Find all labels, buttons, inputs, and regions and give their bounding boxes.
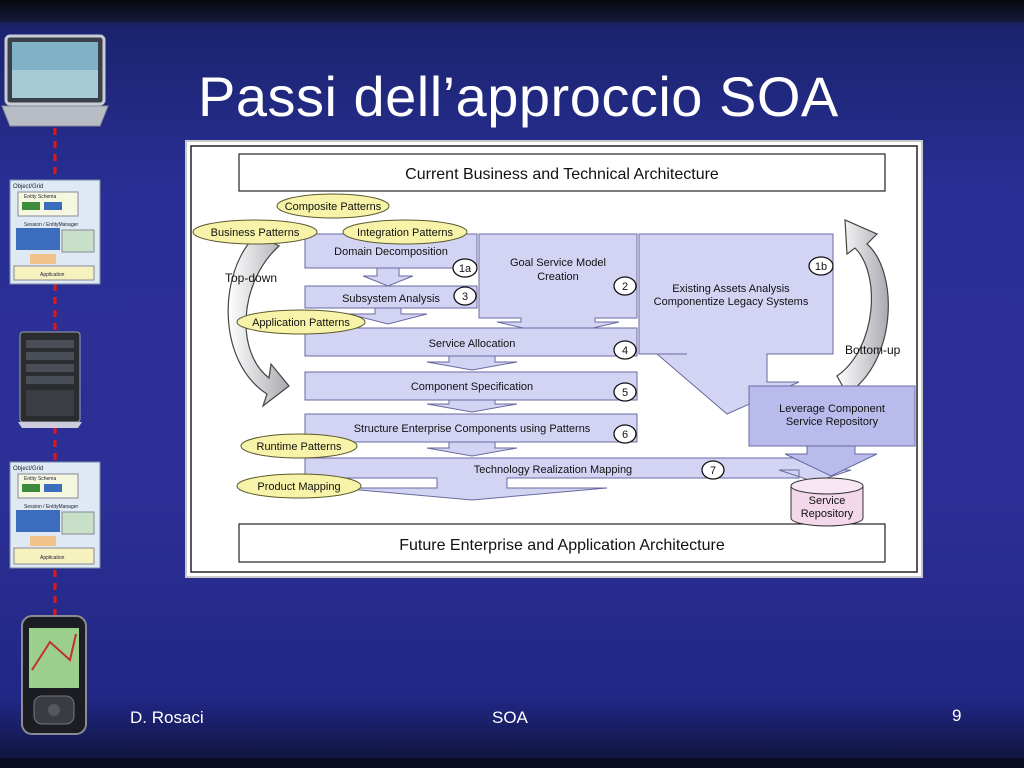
step-badge-1a: 1a — [452, 258, 478, 278]
svg-text:Object/Grid: Object/Grid — [13, 466, 43, 472]
product-mapping-ellipse: Product Mapping — [236, 473, 362, 499]
svg-text:Current Business and Technical: Current Business and Technical Architect… — [405, 166, 719, 183]
slide-number: 9 — [952, 706, 962, 725]
composite-patterns-ellipse: Composite Patterns — [276, 193, 390, 219]
svg-text:Object/Grid: Object/Grid — [13, 184, 43, 190]
svg-text:Leverage Component: Leverage Component — [779, 403, 885, 415]
svg-text:Application: Application — [40, 555, 65, 561]
svg-text:Business Patterns: Business Patterns — [211, 227, 300, 239]
svg-text:Componentize Legacy Systems: Componentize Legacy Systems — [654, 296, 809, 308]
architecture-card-icon: Object/Grid Entity Schema Session / Enti… — [9, 179, 101, 285]
bottom-up-curved-arrow — [836, 219, 889, 395]
svg-text:Repository: Repository — [801, 508, 854, 520]
svg-text:4: 4 — [622, 345, 628, 357]
top-down-curved-arrow — [227, 233, 290, 408]
svg-text:Runtime Patterns: Runtime Patterns — [257, 441, 342, 453]
svg-text:Service Allocation: Service Allocation — [429, 338, 516, 350]
svg-text:Entity Schema: Entity Schema — [24, 194, 56, 200]
svg-text:1b: 1b — [815, 261, 827, 273]
step-badge-2: 2 — [613, 276, 637, 296]
step-badge-1b: 1b — [808, 256, 834, 276]
svg-text:Component Specification: Component Specification — [411, 381, 533, 393]
service-repository-cylinder: Service Repository — [790, 477, 864, 527]
soa-approach-diagram: Current Business and Technical Architect… — [185, 140, 923, 578]
svg-text:3: 3 — [462, 291, 468, 303]
svg-text:Service Repository: Service Repository — [786, 416, 879, 428]
step-badge-7: 7 — [701, 460, 725, 480]
svg-text:Structure Enterprise Component: Structure Enterprise Components using Pa… — [354, 423, 591, 435]
svg-text:Future Enterprise and Applicat: Future Enterprise and Application Archit… — [399, 537, 725, 554]
server-icon — [18, 331, 82, 428]
future-architecture-box: Future Enterprise and Application Archit… — [238, 523, 886, 563]
application-patterns-ellipse: Application Patterns — [236, 309, 366, 335]
footer-author: D. Rosaci — [130, 708, 204, 727]
business-patterns-ellipse: Business Patterns — [192, 219, 318, 245]
top-bar — [0, 0, 1024, 22]
svg-text:5: 5 — [622, 387, 628, 399]
left-sidebar-illustration: Object/Grid Entity Schema Session / Enti… — [1, 34, 109, 735]
svg-text:2: 2 — [622, 281, 628, 293]
svg-text:Goal Service Model: Goal Service Model — [510, 257, 606, 269]
svg-text:Integration Patterns: Integration Patterns — [357, 227, 454, 239]
svg-text:Existing Assets Analysis: Existing Assets Analysis — [672, 283, 790, 295]
leverage-component-repository: Leverage Component Service Repository — [748, 385, 916, 477]
svg-text:6: 6 — [622, 429, 628, 441]
integration-patterns-ellipse: Integration Patterns — [342, 219, 468, 245]
svg-text:Session / EntityManager: Session / EntityManager — [24, 504, 79, 510]
footer-topic: SOA — [492, 708, 528, 727]
svg-text:1a: 1a — [459, 263, 472, 275]
step-badge-4: 4 — [613, 340, 637, 360]
svg-text:Top-down: Top-down — [225, 271, 277, 285]
step-badge-6: 6 — [613, 424, 637, 444]
svg-text:Subsystem Analysis: Subsystem Analysis — [342, 293, 440, 305]
runtime-patterns-ellipse: Runtime Patterns — [240, 433, 358, 459]
slide-title: Passi dell’approccio SOA — [198, 65, 839, 128]
svg-text:Session / EntityManager: Session / EntityManager — [24, 222, 79, 228]
laptop-icon — [1, 34, 109, 127]
step-badge-5: 5 — [613, 382, 637, 402]
architecture-card-icon: Object/Grid Entity Schema Session / Enti… — [9, 461, 101, 569]
svg-text:Creation: Creation — [537, 271, 579, 283]
step-goal-service-model: Goal Service Model Creation — [478, 233, 638, 337]
svg-text:Application Patterns: Application Patterns — [252, 317, 350, 329]
svg-text:Composite Patterns: Composite Patterns — [285, 201, 382, 213]
svg-text:Product Mapping: Product Mapping — [257, 481, 340, 493]
step-service-allocation: Service Allocation — [304, 327, 638, 371]
svg-text:Technology Realization Mapping: Technology Realization Mapping — [474, 464, 632, 476]
svg-text:Entity Schema: Entity Schema — [24, 476, 56, 482]
current-architecture-box: Current Business and Technical Architect… — [238, 153, 886, 192]
svg-text:Service: Service — [809, 495, 846, 507]
step-existing-assets-analysis: Existing Assets Analysis Componentize Le… — [638, 233, 834, 415]
svg-text:Application: Application — [40, 272, 65, 278]
step-subsystem-analysis: Subsystem Analysis — [304, 285, 478, 325]
step-component-specification: Component Specification — [304, 371, 638, 413]
svg-text:Bottom-up: Bottom-up — [845, 343, 901, 357]
bottom-bar — [0, 758, 1024, 768]
svg-text:Domain Decomposition: Domain Decomposition — [334, 246, 448, 258]
step-badge-3: 3 — [453, 286, 477, 306]
smartphone-icon — [21, 615, 87, 735]
step-structure-components: Structure Enterprise Components using Pa… — [304, 413, 638, 457]
svg-text:7: 7 — [710, 465, 716, 477]
